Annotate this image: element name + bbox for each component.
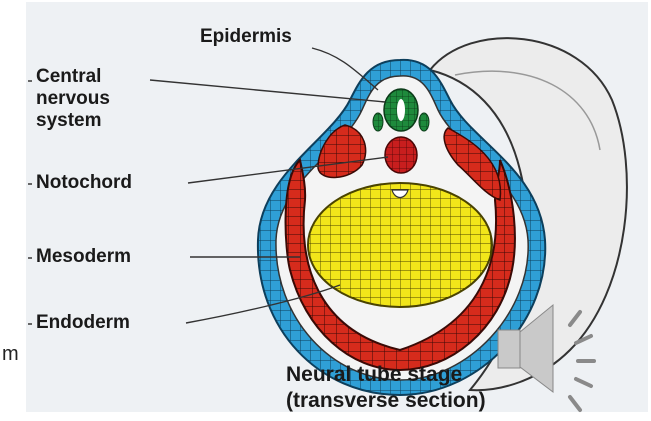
neural-crest-right [419,113,429,131]
edge-tick [28,80,32,82]
neural-crest-left [373,113,383,131]
leader-cns [150,80,385,102]
label-epidermis: Epidermis [200,26,292,48]
edge-tick [28,183,32,185]
endoderm-mass [308,183,492,307]
diagram-caption: Neural tube stage (transverse section) [286,362,486,414]
edge-tick [28,323,32,325]
label-notochord: Notochord [36,172,132,194]
edge-text-fragment: m [2,343,19,365]
notochord [385,137,417,173]
label-central-nervous-system: Central nervous system [36,66,110,132]
label-mesoderm: Mesoderm [36,246,131,268]
label-endoderm: Endoderm [36,312,130,334]
edge-tick [28,257,32,259]
